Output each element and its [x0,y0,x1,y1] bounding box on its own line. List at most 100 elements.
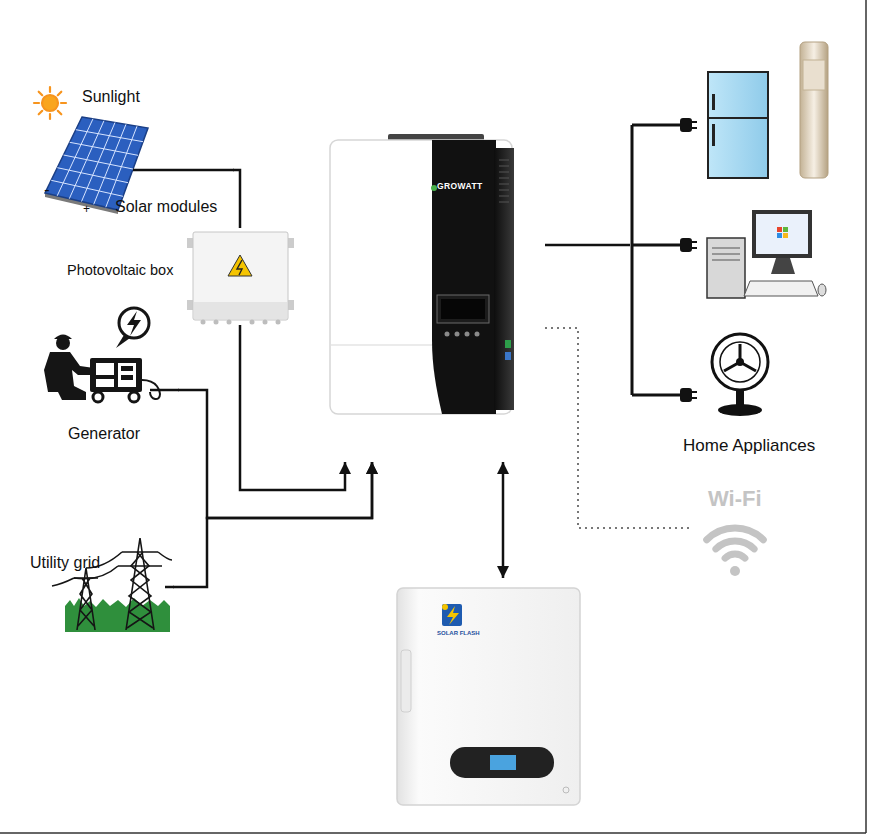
inverter-art-part-part [499,184,509,185]
component-label: Photovoltaic box [67,262,192,279]
inverter-art [330,134,514,414]
utility-grid: Utility grid [28,540,173,635]
solar-panel-art-part-part [51,180,123,196]
generator-art-part [96,363,114,375]
inverter-art-part-part [499,178,509,179]
sun-icon [34,87,66,119]
sun-icon-part [39,92,43,96]
utility-grid-art [52,538,174,632]
battery-art [397,588,580,805]
appliances-art-part-part [681,239,691,251]
appliances-art [632,42,828,416]
battery-art-part [442,604,462,626]
generator-art-part [44,352,94,400]
solar-panel-art-part-part [76,130,143,142]
solar-panel-art-part-part [64,155,134,169]
sun-node: Sunlight [35,85,160,121]
sun-icon-part [34,102,39,104]
combiner-box-art-part [237,260,242,275]
wifi-symbol-part [716,541,754,549]
battery-pack: SOLAR FLASH [395,578,583,808]
solar-panel: Solar modules [38,112,233,220]
component-label: Utility grid [30,554,125,572]
component-label: Wi-Fi [708,486,783,511]
combiner-box-art-part-part [201,320,206,325]
generator-art-part [119,308,149,338]
combiner-box-art-part-part [276,320,281,325]
combiner-box-art-part-part [250,320,255,325]
sun-icon-part [49,87,51,92]
sun-icon-part [58,111,62,115]
generator-art-part [93,392,103,402]
combiner-box-art-part [193,232,288,320]
battery-art-part [397,588,580,805]
inverter-art-part-part [499,160,509,161]
home-appliances: Home Appliances [630,35,838,457]
appliances-art-part [681,119,697,401]
hybrid-inverter: GROWATT [328,135,545,462]
generator-art-part [129,392,139,402]
inverter-art-part [330,140,512,414]
power-wire [178,390,372,518]
wifi-symbol-part [730,566,740,576]
brand-logo: GROWATT [437,182,497,192]
inverter-art-part [331,344,432,346]
utility-grid-art-part-part [127,552,153,628]
appliances-art-part [720,342,760,382]
combiner-box-art [187,232,294,325]
appliances-art-part [800,42,828,178]
appliances-art-part [718,404,762,416]
power-wire [502,462,505,578]
inverter-art-part [494,148,514,410]
component-label: Home Appliances [683,436,835,456]
appliances-art-part [744,281,818,296]
utility-grid-art-part-part [118,552,162,566]
utility-grid-art-part [165,586,174,589]
inverter-art-part-part [455,332,460,337]
appliances-art-part [752,210,812,258]
generator-art-part [54,335,72,340]
inverter-art-part [445,332,480,337]
appliances-art-part [707,238,745,298]
brand-logo: SOLAR FLASH [437,630,499,637]
combiner-box-art-part-part [227,320,232,325]
appliances-art-part [803,60,825,90]
generator-art-part [118,363,136,387]
solar-panel-art-part [133,169,234,172]
battery-art-part [450,747,554,778]
power-wire [240,325,345,490]
generator-art-part [127,311,141,336]
inverter-art-part-part [499,196,509,197]
inverter-art-part [441,299,485,319]
battery-art-part [442,604,448,610]
combiner-box-art-part [201,320,281,325]
inverter-art-part-part [499,172,509,173]
inverter-art-part-part [475,332,480,337]
frame-line-part [865,0,867,833]
generator-art [44,308,179,402]
sun-icon-part [42,95,58,111]
appliances-art-part [736,358,744,366]
inverter-art-part-part [499,202,509,203]
appliances-art-part [736,390,744,406]
solar-panel-art-part [45,117,148,210]
generator-art-part [121,366,133,371]
wireless-link [545,328,690,528]
connector-group [173,170,690,587]
appliances-art-part-part [691,127,697,129]
combiner-box-art-part-part [214,320,219,325]
appliances-art-part [712,334,768,390]
appliances-art-part [777,227,782,232]
appliances-art-part [756,214,808,254]
inverter-art-part [437,295,489,323]
appliances-art-part-part [691,397,697,399]
appliances-art-part-part [681,389,691,401]
inverter-art-part [505,352,511,360]
power-wire [173,462,372,587]
solar-panel-art-part-part [70,142,138,155]
sun-icon-part [58,92,62,96]
